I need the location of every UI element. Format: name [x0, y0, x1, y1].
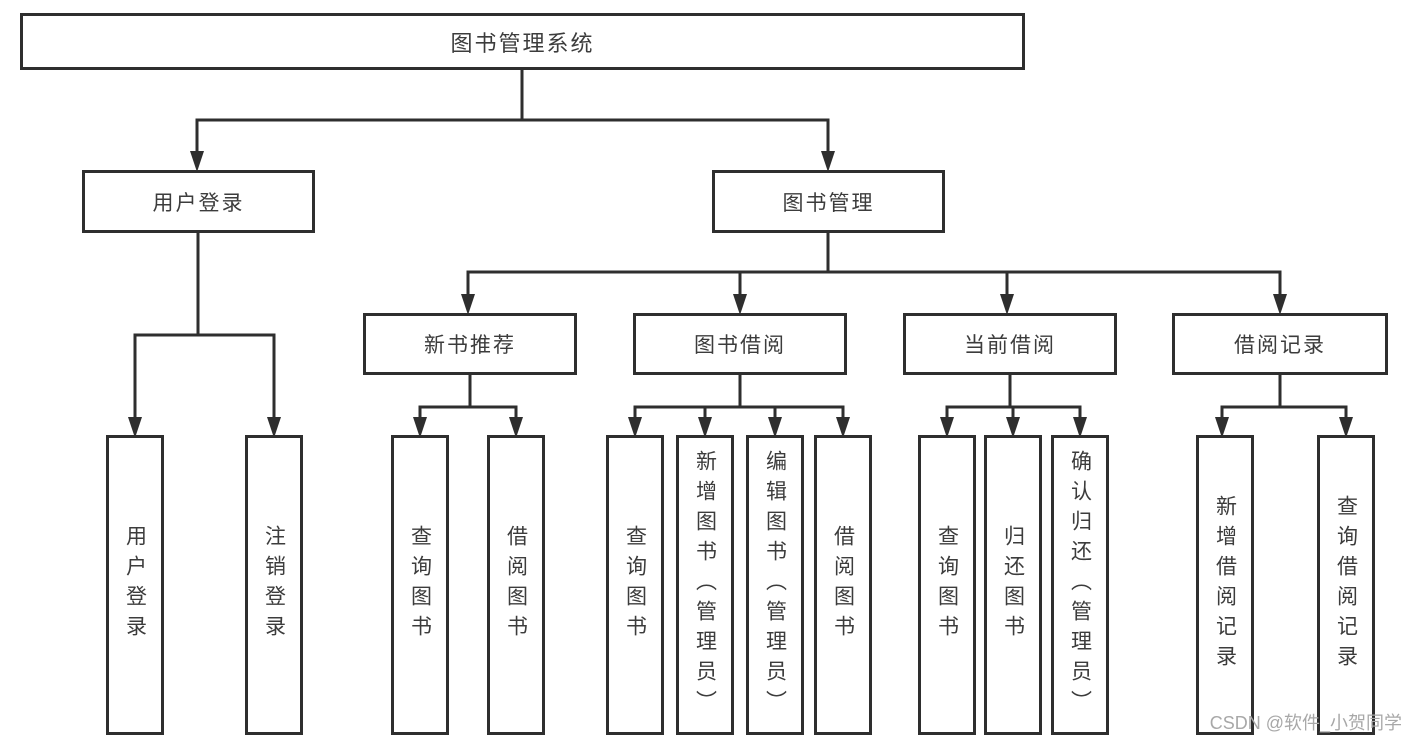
leaf-label: 查询借阅记录 [1334, 495, 1358, 675]
leaf-label: 查询图书 [935, 525, 959, 645]
leaf-borrow-edit-books-admin: 编辑图书（管理员） [746, 435, 804, 735]
arrow-down-icon [461, 294, 475, 315]
leaf-label: 借阅图书 [504, 525, 528, 645]
connector-line-newbook [418, 373, 518, 426]
node-borrow-records: 借阅记录 [1172, 313, 1388, 375]
leaf-label: 借阅图书 [831, 525, 855, 645]
connector-line-borrow [633, 373, 845, 426]
connector-line-root [195, 68, 830, 164]
node-user-login: 用户登录 [82, 170, 315, 233]
node-book-mgmt: 图书管理 [712, 170, 945, 233]
arrow-down-icon [1273, 294, 1287, 315]
leaf-label: 归还图书 [1001, 525, 1025, 645]
leaf-label: 查询图书 [623, 525, 647, 645]
arrow-down-icon [821, 151, 835, 172]
leaf-label: 确认归还（管理员） [1068, 450, 1092, 720]
connector-line-mgmt [466, 231, 1282, 303]
arrow-down-icon [733, 294, 747, 315]
leaf-user-login: 用户登录 [106, 435, 164, 735]
leaf-label: 用户登录 [123, 525, 147, 645]
leaf-records-add-record: 新增借阅记录 [1196, 435, 1254, 735]
node-new-book-rec: 新书推荐 [363, 313, 577, 375]
leaf-current-query-books: 查询图书 [918, 435, 976, 735]
node-current-borrow: 当前借阅 [903, 313, 1117, 375]
leaf-records-query-record: 查询借阅记录 [1317, 435, 1375, 735]
connector-line-current [945, 373, 1082, 426]
leaf-newbook-query-books: 查询图书 [391, 435, 449, 735]
node-book-borrow: 图书借阅 [633, 313, 847, 375]
watermark: CSDN @软件_小贺同学 [1209, 713, 1402, 733]
arrow-down-icon [190, 151, 204, 172]
leaf-borrow-borrow-books: 借阅图书 [814, 435, 872, 735]
leaf-newbook-borrow-books: 借阅图书 [487, 435, 545, 735]
leaf-borrow-add-books-admin: 新增图书（管理员） [676, 435, 734, 735]
arrow-down-icon [1000, 294, 1014, 315]
leaf-current-return-books: 归还图书 [984, 435, 1042, 735]
connector-line-login [133, 231, 276, 426]
leaf-borrow-query-books: 查询图书 [606, 435, 664, 735]
leaf-label: 新增借阅记录 [1213, 495, 1237, 675]
connector-line-records [1220, 373, 1348, 426]
leaf-logout: 注销登录 [245, 435, 303, 735]
leaf-label: 编辑图书（管理员） [763, 450, 787, 720]
leaf-label: 查询图书 [408, 525, 432, 645]
node-root: 图书管理系统 [20, 13, 1025, 70]
leaf-label: 新增图书（管理员） [693, 450, 717, 720]
leaf-current-confirm-return-admin: 确认归还（管理员） [1051, 435, 1109, 735]
leaf-label: 注销登录 [262, 525, 286, 645]
